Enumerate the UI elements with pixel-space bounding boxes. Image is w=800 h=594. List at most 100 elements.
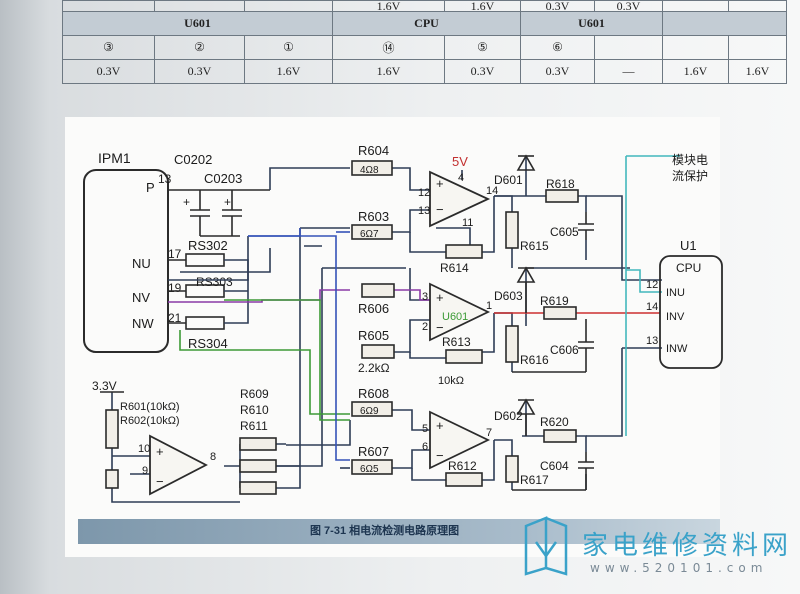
nv-label: NV xyxy=(132,290,150,305)
r602-body xyxy=(105,469,119,489)
ref-pin10: 10 xyxy=(138,443,150,455)
r603-code: 6Ω7 xyxy=(360,229,379,240)
plus-mark: + xyxy=(224,195,231,209)
d602-label: D602 xyxy=(494,409,523,423)
nu-label: NU xyxy=(132,256,151,271)
u1-cpu-block xyxy=(659,255,723,369)
v33-label: 3.3V xyxy=(92,379,117,393)
header-u601-right: U601 xyxy=(520,11,663,36)
pin-13-label: 13 xyxy=(158,172,172,186)
pin-19-label: 19 xyxy=(168,281,182,295)
value-cell: 0.3V xyxy=(154,59,245,84)
r606-label: R606 xyxy=(358,301,389,316)
rs302-label: RS302 xyxy=(188,238,228,253)
reference-divider xyxy=(105,409,119,489)
op2-pin2: 2 xyxy=(422,321,428,333)
op1-pin13: 13 xyxy=(418,205,430,217)
watermark-url: www.520101.com xyxy=(590,561,768,575)
r615-label: R615 xyxy=(520,239,549,253)
r608-code: 6Ω9 xyxy=(360,406,379,417)
value-cell: — xyxy=(594,59,663,84)
inv-label: INV xyxy=(666,311,685,323)
pin-cell: ① xyxy=(244,35,333,60)
r607-body xyxy=(351,459,393,475)
r616-body xyxy=(505,325,519,363)
r606-body xyxy=(361,283,395,298)
d601-diode xyxy=(516,154,536,171)
r616-label: R616 xyxy=(520,353,549,367)
pin-cell xyxy=(594,35,663,60)
op-amp-ref xyxy=(149,434,208,496)
ref-pin8: 8 xyxy=(210,451,216,463)
pin-cell xyxy=(662,35,729,60)
minus-mark: − xyxy=(436,448,444,463)
r604-body xyxy=(351,160,393,176)
r603-body xyxy=(351,224,393,240)
r607-code: 6Ω5 xyxy=(360,464,379,475)
clamp-diodes xyxy=(516,154,536,436)
c605-cap xyxy=(578,223,594,231)
c0203-label: C0203 xyxy=(204,171,242,186)
figure-caption: 图 7-31 相电流检测电路原理图 xyxy=(310,525,460,537)
plus-mark: + xyxy=(183,195,190,209)
value-cell: 0.3V xyxy=(62,59,155,84)
op2-pin3: 3 xyxy=(422,291,428,303)
r618-body xyxy=(545,189,579,203)
r605-body xyxy=(361,344,395,359)
u601-label: U601 xyxy=(442,311,468,323)
op1-pin14: 14 xyxy=(486,185,498,197)
header-end xyxy=(662,11,787,36)
ipm1-label: IPM1 xyxy=(98,150,131,166)
pin-cell: ⑭ xyxy=(332,35,445,60)
pin-cell: ② xyxy=(154,35,245,60)
r620-label: R620 xyxy=(540,415,569,429)
output-resistors xyxy=(505,189,579,483)
cpu-pin12: 12 xyxy=(646,279,658,291)
plus-mark: + xyxy=(156,444,164,459)
feedback-resistors xyxy=(445,244,483,487)
r610-label: R610 xyxy=(240,403,269,417)
pin-p-label: P xyxy=(146,180,155,195)
voltage-table: 1.6V 1.6V 0.3V 0.3V U601 CPU U601 ③ ② ① … xyxy=(62,0,787,84)
c604-label: C604 xyxy=(540,459,569,473)
op1-pin12: 12 xyxy=(418,187,430,199)
watermark-logo-icon xyxy=(524,516,568,576)
filter-capacitors xyxy=(512,212,594,491)
wires-main xyxy=(111,156,662,503)
r609-label: R609 xyxy=(240,387,269,401)
r613-body xyxy=(445,349,483,364)
op-amps xyxy=(149,170,491,496)
plus-mark: + xyxy=(436,290,444,305)
r601-body xyxy=(105,409,119,449)
minus-mark: − xyxy=(156,474,164,489)
c606-label: C606 xyxy=(550,343,579,357)
inw-label: INW xyxy=(666,343,688,355)
op2-pin1: 1 xyxy=(486,300,492,312)
cpu-label: CPU xyxy=(676,261,701,275)
pin-17-label: 17 xyxy=(168,247,182,261)
nw-label: NW xyxy=(132,316,154,331)
r607-label: R607 xyxy=(358,444,389,459)
protect-label-line1: 模块电 xyxy=(672,153,708,167)
u1-label: U1 xyxy=(680,238,697,253)
value-cell: 1.6V xyxy=(728,59,787,84)
rs303-label: RS303 xyxy=(196,275,233,289)
r605-label: R605 xyxy=(358,328,389,343)
value-cell: 1.6V xyxy=(332,59,445,84)
input-resistors xyxy=(351,160,395,475)
c606-cap xyxy=(578,341,594,349)
r611-body xyxy=(239,481,277,495)
r605-value: 2.2kΩ xyxy=(358,361,390,375)
c0202-label: C0202 xyxy=(174,152,212,167)
r613-value: 10kΩ xyxy=(438,375,464,387)
r612-label: R612 xyxy=(448,459,477,473)
r614-label: R614 xyxy=(440,261,469,275)
wires-colored xyxy=(168,155,680,461)
r608-label: R608 xyxy=(358,386,389,401)
r612-body xyxy=(445,472,483,487)
r604-label: R604 xyxy=(358,143,389,158)
value-cell: 1.6V xyxy=(244,59,333,84)
bias-resistors xyxy=(239,437,277,495)
minus-mark: − xyxy=(436,320,444,335)
